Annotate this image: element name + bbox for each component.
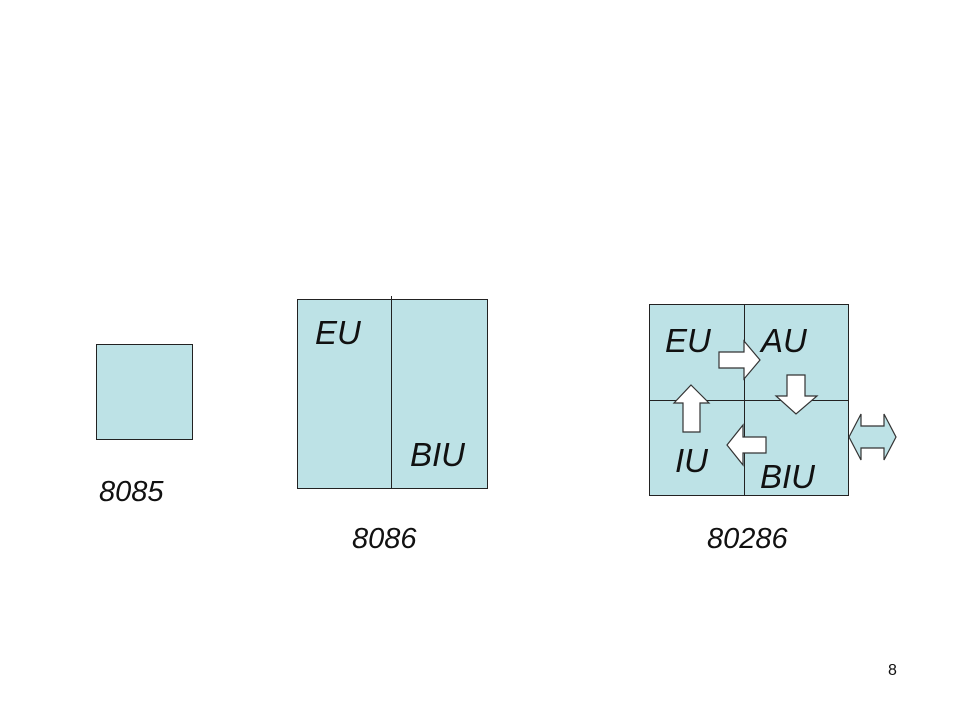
cpu-8085-caption: 8085	[99, 476, 164, 508]
cpu-80286-horizontal-divider	[649, 400, 849, 401]
cpu-80286-caption: 80286	[707, 523, 788, 555]
page-number: 8	[888, 662, 897, 679]
cpu-80286-au-label: AU	[761, 322, 807, 359]
arrow-down-icon	[774, 374, 819, 415]
double-arrow-icon	[848, 413, 897, 461]
cpu-80286-eu-label: EU	[665, 322, 711, 359]
cpu-8086-caption: 8086	[352, 523, 417, 555]
cpu-80286-iu-label: IU	[675, 442, 708, 479]
arrow-right-icon	[718, 339, 761, 381]
arrow-left-icon	[726, 423, 767, 467]
arrow-up-icon	[672, 384, 711, 433]
cpu-80286-biu-label: BIU	[760, 458, 816, 495]
cpu-8085-block	[96, 344, 193, 440]
cpu-8086-biu-label: BIU	[410, 436, 466, 473]
cpu-8086-divider	[391, 296, 392, 489]
cpu-8086-eu-label: EU	[315, 314, 361, 351]
cpu-8086-block	[297, 299, 488, 489]
